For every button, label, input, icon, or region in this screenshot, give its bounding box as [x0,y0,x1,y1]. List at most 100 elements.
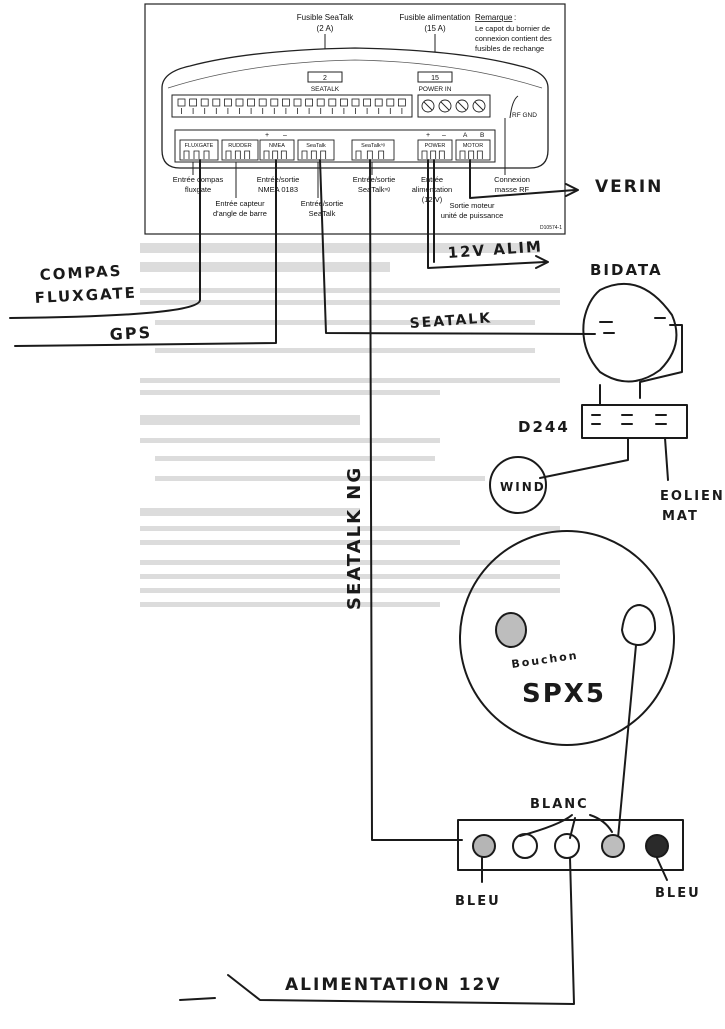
junction-port-2 [512,833,538,859]
connector-pin [272,150,279,159]
junction-port-4 [601,834,625,858]
d244-label: D244 [518,418,570,436]
connector-label-7: MOTOR [463,143,483,149]
terminal-screw [397,98,406,107]
fuse-power-value: 15 [431,75,439,82]
junction-port-1 [472,834,496,858]
terminal-screw [235,98,244,107]
verin-label: VERIN [595,177,663,197]
bleu-right-arrow [656,857,668,881]
verin-wire [469,159,576,199]
terminal-screw [374,98,383,107]
mat-label: MAT [662,509,699,524]
connector-label-5: SeaTalkⁿᵍ [361,142,385,149]
connector-pin [421,150,428,159]
junction-port-3 [554,833,580,859]
connector-pin [183,150,190,159]
power-terminal-screws [421,99,486,113]
connector-pin [263,150,270,159]
bidata-to-d244-wire [639,324,683,399]
callout-power-3: (12 V) [422,195,443,204]
bleed-through-text [140,243,560,607]
fuse-seatalk-rating: (2 A) [317,24,334,33]
callout-rudder-1: Entrée capteur [215,199,265,208]
connector-pin [320,150,327,159]
spx5-label: SPX5 [522,679,606,709]
motor-mark-a: A [463,132,468,139]
terminal-screw [351,98,360,107]
bidata-marks [599,317,666,334]
d244-junction-box [581,404,688,439]
terminal-screws [177,98,406,114]
fuse-power-rating: (15 A) [424,24,446,33]
power-screw-slot [474,101,484,111]
bidata-label: BIDATA [590,261,663,279]
fuse-power-label: POWER IN [419,86,452,93]
d244-slots [591,414,667,425]
callout-seatalkng-1: Entrée/sortie [353,175,396,184]
alim-label: 12V ALIM [447,237,543,262]
alim-arrowhead [535,255,549,269]
connector-pin [476,150,483,159]
callout-power-2: alimentation [412,185,452,194]
connector-pin [468,150,475,159]
callout-rf-1: Connexion [494,175,530,184]
bouchon-label: Bouchon [511,649,580,671]
connector-pin [234,150,241,159]
connector-pin [244,150,251,159]
callout-nmea-1: Entrée/sortie [257,175,300,184]
connector-pin [301,150,308,159]
terminal-screw [316,98,325,107]
wind-label: WIND [500,480,546,494]
connector-pin [355,150,362,159]
terminal-screw [281,98,290,107]
alimentation-wire [227,857,575,1005]
wind-instrument [489,456,547,514]
connector-7 [455,139,491,161]
connector-label-2: NMEA [269,143,285,149]
unit-arch-inner [167,59,543,89]
motor-mark-b: B [480,132,484,139]
bidata-instrument [582,282,678,383]
callout-rudder-2: d'angle de barre [213,209,267,218]
connector-pin [225,150,232,159]
terminal-screw [200,98,209,107]
rf-gnd-wire [509,95,519,119]
callout-nmea-2: NMEA 0183 [258,185,298,194]
callout-fluxgate-1: Entrée compas [173,175,224,184]
verin-arrowhead [565,183,579,197]
connector-label-3: SeaTalk [306,143,326,149]
fuse-power-title: Fusible alimentation [399,13,470,22]
terminal-screw [363,98,372,107]
note-line-3: fusibles de rechange [475,44,544,53]
bouchon-plug [495,612,527,648]
connector-label-0: FLUXGATE [185,143,214,149]
nmea-plus: + [265,132,269,139]
callout-seatalkng-2: SeaTalkⁿᵍ [358,185,390,194]
d244-to-wind-wire [539,437,629,479]
spx5-unit [459,530,675,746]
alimentation-stub [179,997,216,1001]
note-line-2: connexion contient des [475,34,552,43]
terminal-screw [386,98,395,107]
connector-pin [438,150,445,159]
power-minus: – [442,132,446,139]
connector-pin [280,150,287,159]
seatalk-ng-wire [369,159,463,841]
connector-pin [430,150,437,159]
terminal-screw [258,98,267,107]
callout-motor-2: unité de puissance [441,211,504,220]
diagram-reference: D10574-1 [540,225,562,231]
spx5-port-wire [617,644,637,839]
power-screw-slot [423,101,433,111]
blanc-arrow-3 [589,814,613,833]
power-screw-slot [440,101,450,111]
compas-label: COMPAS [39,262,123,284]
blanc-arrow-1 [519,814,573,837]
note-heading: Remarque [475,13,513,22]
fuse-power [417,71,453,83]
note-colon: : [514,13,516,22]
